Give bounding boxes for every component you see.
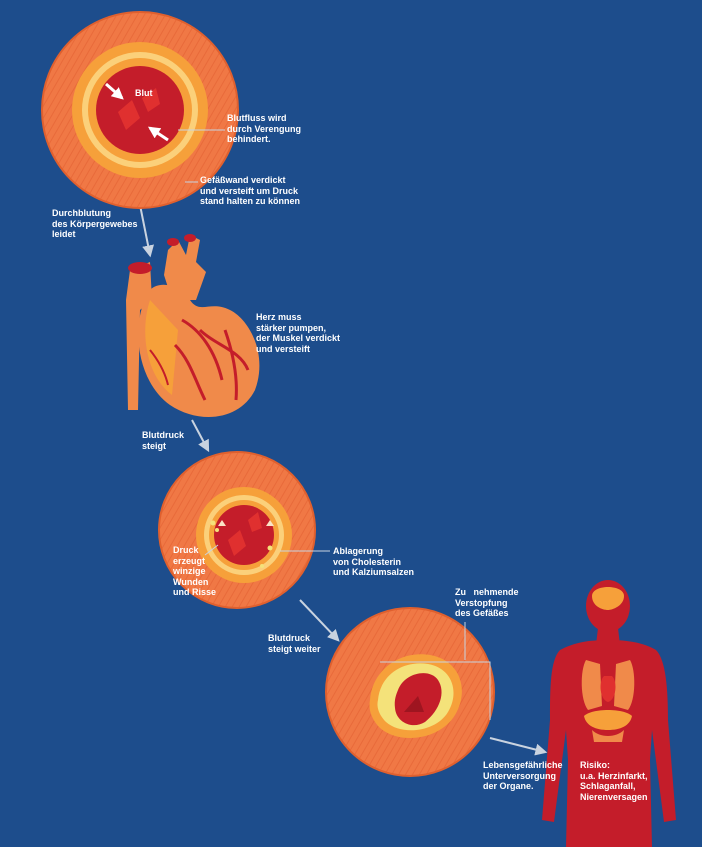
label-durchblutung: Durchblutung des Körpergewebes leidet <box>52 208 138 239</box>
label-blutfluss: Blutfluss wird durch Verengung behindert… <box>227 113 302 144</box>
arrow-blocked-to-body <box>489 737 548 756</box>
vessel-cross-section-blocked <box>325 607 495 777</box>
label-blut: Blut <box>135 88 153 98</box>
label-blutdruck-weiter: Blutdruck steigt weiter <box>268 633 321 654</box>
label-druck-wunden: Druck erzeugt winzige Wunden und Risse <box>173 545 217 597</box>
human-body-silhouette <box>542 580 676 847</box>
label-ablagerung: Ablagerung von Cholesterin und Kalziumsa… <box>333 546 415 577</box>
label-herz: Herz muss stärker pumpen, der Muskel ver… <box>256 312 341 354</box>
label-unterversorgung: Lebensgefährliche Unterversorgung der Or… <box>483 760 563 791</box>
label-gefaesswand: Gefäßwand verdickt und versteift um Druc… <box>200 175 301 206</box>
heart-illustration <box>126 234 260 417</box>
connector-verstopfung <box>380 661 491 720</box>
label-risiko: Risiko: u.a. Herzinfarkt, Schlaganfall, … <box>580 760 648 802</box>
connector-druck <box>204 544 219 556</box>
arrow-vessel-to-blocked <box>299 599 340 642</box>
vessel-cross-section-thickened <box>41 11 239 209</box>
arrow-heart-to-vessel <box>191 419 210 453</box>
label-blutdruck-steigt: Blutdruck steigt <box>142 430 185 451</box>
vessel-cross-section-lesions <box>158 451 316 609</box>
label-verstopfung: Zu nehmende Verstopfung des Gefäßes <box>455 587 519 618</box>
